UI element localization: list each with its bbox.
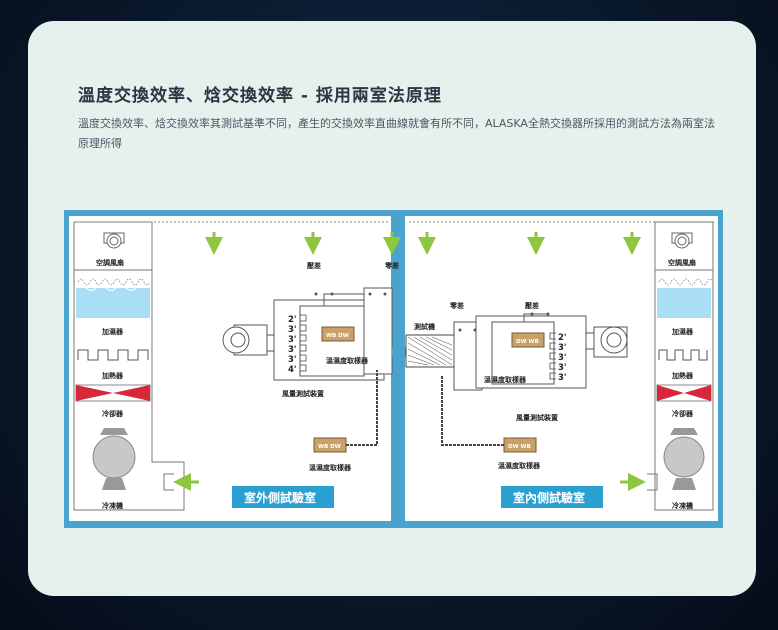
outdoor-sampler-label: 溫濕度取樣器 [309,463,352,472]
indoor-dwwb-text: DW WB [516,339,539,345]
outdoor-pressure-diff-label: 壓差 [306,261,321,270]
indoor-cooler-icon [656,384,712,402]
outdoor-temp-sampler-label: 溫濕度取樣器 [326,356,369,365]
indoor-pressure-diff-label: 壓差 [524,301,539,310]
indoor-cooler-label: 冷卻器 [672,409,694,418]
indoor-heater-label: 加熱器 [671,371,694,380]
outdoor-ac-unit: 空調風扇 加濕器 加熱器 冷卻器 [73,221,389,511]
indoor-sampler-label: 溫濕度取樣器 [498,461,541,470]
indoor-port-bracket [549,362,556,370]
outdoor-port-bracket [300,354,307,362]
outdoor-humidifier-label: 加濕器 [101,327,124,336]
outdoor-fan-label: 空調風扇 [96,258,124,267]
outdoor-port-label: 4' [288,365,297,375]
indoor-fan-icon [671,232,693,249]
outdoor-chiller-label: 冷凍機 [102,501,123,510]
outdoor-port-bracket [300,364,307,372]
indoor-airflow-arrows [418,232,646,491]
indoor-port-label: 3' [558,353,567,363]
outdoor-cooler-label: 冷卻器 [102,409,124,418]
indoor-port-label: 3' [558,343,567,353]
outdoor-wbdw-box [321,326,355,342]
indoor-temp-sampler-label: 溫濕度取樣器 [484,375,527,384]
indoor-humidifier-label: 加濕器 [671,327,694,336]
outdoor-humidifier-icon [75,278,151,318]
indoor-airflow-device [453,312,628,391]
indoor-chiller-label: 冷凍機 [672,501,693,510]
indoor-port-labels: 2'3'3'3'3' [549,332,567,383]
indoor-chiller-icon [663,428,705,490]
page-description: 溫度交換效率、焓交換效率其測試基準不同，產生的交換效率直曲線就會有所不同，ALA… [78,117,715,150]
tester-label: 測試機 [414,322,435,331]
indoor-humidifier-icon [657,278,714,318]
outdoor-sampler-icon [313,370,378,453]
outdoor-room-badge [232,486,334,508]
indoor-fan-label: 空調風扇 [668,258,696,267]
indoor-sampler-icon [441,375,537,453]
page-title: 溫度交換效率、焓交換效率 - 採用兩室法原理 [78,86,442,106]
outdoor-zero-diff-label: 零差 [384,261,399,270]
content-card: 溫度交換效率、焓交換效率 - 採用兩室法原理 溫度交換效率、焓交換效率其測試基準… [28,21,756,596]
indoor-heater-icon [658,349,708,361]
indoor-airflow-device-label: 風量測試裝置 [515,413,558,422]
indoor-port-bracket [549,342,556,350]
indoor-room-badge [501,486,603,508]
two-room-test-diagram: 空調風扇 加濕器 加熱器 冷卻器 [64,210,723,528]
outdoor-airflow-arrows [173,232,401,491]
outdoor-port-label: 3' [288,325,297,335]
outdoor-port-label: 3' [288,345,297,355]
indoor-port-label: 2' [558,333,567,343]
indoor-port-label: 3' [558,363,567,373]
indoor-ac-unit [647,221,714,511]
outdoor-port-labels: 2'3'3'3'3'4' [288,314,307,375]
indoor-port-label: 3' [558,373,567,383]
outdoor-port-label: 3' [288,335,297,345]
indoor-zero-diff-label: 零差 [449,301,464,310]
indoor-port-bracket [549,332,556,340]
outdoor-port-label: 2' [288,315,297,325]
outdoor-port-label: 3' [288,355,297,365]
indoor-port-bracket [549,372,556,380]
outdoor-heater-label: 加熱器 [101,371,124,380]
outdoor-port-bracket [300,324,307,332]
indoor-dwwb-text-2: DW WB [508,444,531,450]
outdoor-wbdw-text: WB DW [326,333,349,339]
outdoor-wbdw-text-2: WB DW [318,444,341,450]
outdoor-airflow-device [222,287,393,381]
outdoor-port-bracket [300,344,307,352]
outdoor-heater-icon [77,349,149,361]
tester-unit [392,321,455,368]
outdoor-chiller-icon [92,428,136,490]
outdoor-room-label: 室外側試驗室 [244,490,316,505]
indoor-dwwb-box [511,332,545,348]
outdoor-fan-icon [103,232,125,249]
outdoor-cooler-icon [75,384,151,402]
indoor-room-label: 室內側試驗室 [513,490,585,505]
outdoor-port-bracket [300,314,307,322]
outdoor-airflow-device-label: 風量測試裝置 [281,389,324,398]
indoor-port-bracket [549,352,556,360]
outdoor-port-bracket [300,334,307,342]
